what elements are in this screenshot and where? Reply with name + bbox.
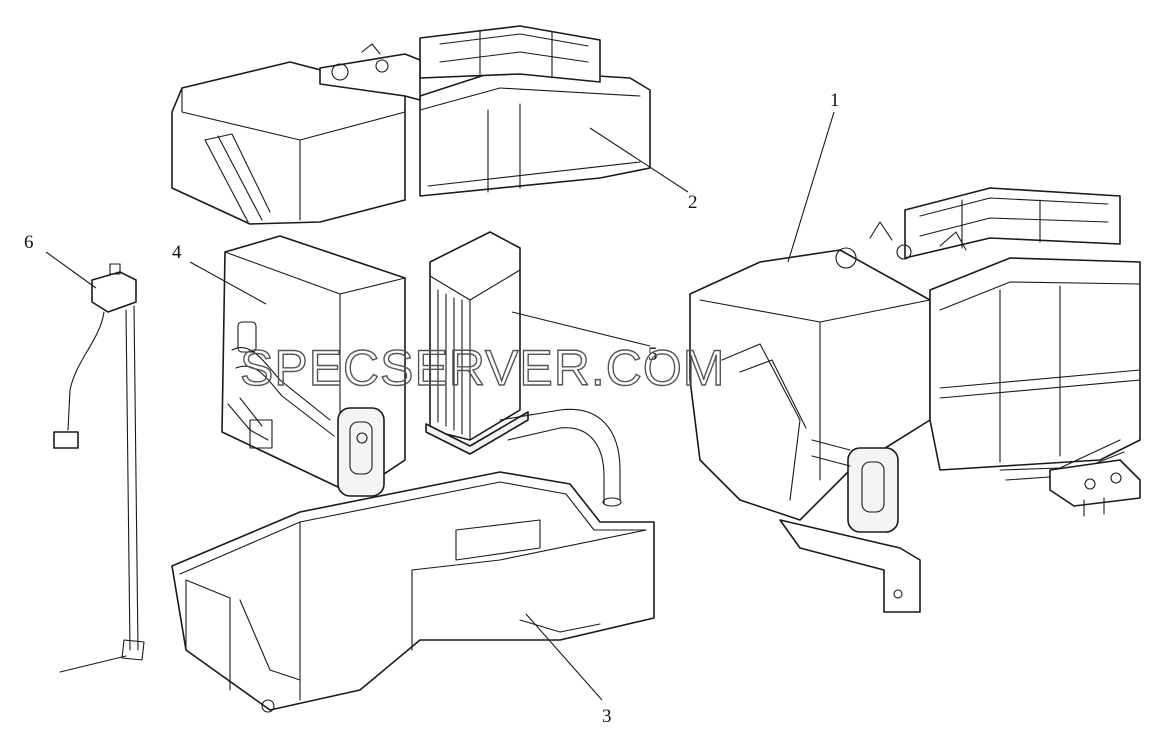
heater-core-part (425, 231, 622, 507)
leader-line-2 (589, 127, 689, 193)
leader-line-4 (189, 261, 267, 305)
lower-housing-part (171, 471, 655, 713)
evaporator-core-part (221, 235, 406, 497)
leader-line-1 (787, 111, 835, 263)
callout-1: 1 (830, 90, 840, 111)
callout-5: 5 (648, 344, 658, 365)
callout-2: 2 (688, 192, 698, 213)
leader-line-5 (511, 311, 651, 347)
callout-6: 6 (24, 232, 34, 253)
watermark-text: SPECSERVER.COM (240, 340, 725, 396)
leader-line-6 (45, 251, 97, 289)
upper-housing-part (171, 25, 651, 225)
callout-3: 3 (602, 706, 612, 727)
temperature-sensor-part (53, 263, 145, 673)
callout-4: 4 (172, 242, 182, 263)
leader-line-3 (525, 613, 603, 701)
assembled-hvac-unit-part (689, 187, 1141, 613)
